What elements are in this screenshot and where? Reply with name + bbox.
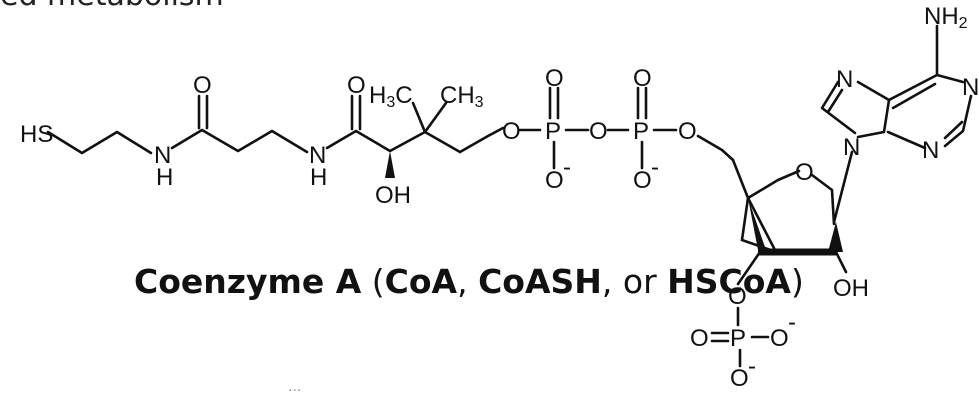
atom-hs: HS <box>20 121 53 148</box>
atom-o-link-1: O <box>502 118 521 145</box>
atom-o-link-2: O <box>589 118 608 145</box>
atom-o-p1-bottom: O <box>545 167 564 194</box>
caption-name: Coenzyme A <box>134 262 362 301</box>
caption-abbrev-coash: CoASH <box>478 262 602 301</box>
charge-p2: - <box>651 154 659 181</box>
atom-o-p2-top: O <box>633 65 652 92</box>
atom-n1: N <box>962 74 979 101</box>
atom-h-amide-2: H <box>310 164 327 191</box>
methyl-group-1: H3C <box>369 82 413 111</box>
charge-p3-bottom: - <box>748 353 756 380</box>
phosphate-bonds-3 <box>710 306 770 368</box>
atom-oh-1: OH <box>375 182 411 209</box>
atom-n-amide-2: N <box>309 142 326 169</box>
phosphate-bonds-2 <box>606 86 735 170</box>
caption-paren-open: ( <box>361 262 385 301</box>
footer-fragment: ... <box>288 378 302 395</box>
atom-o-p2-bottom: O <box>633 167 652 194</box>
atom-oh-2: OH <box>833 275 869 302</box>
adenine-ring <box>820 24 973 150</box>
caption-separator-1: , <box>457 262 479 301</box>
atom-o-carbonyl-2: O <box>347 72 366 99</box>
atom-o-p1-top: O <box>545 65 564 92</box>
chain-bonds <box>46 94 505 178</box>
atom-o-ring: O <box>795 159 814 186</box>
atom-o-p3-left: O <box>690 325 709 352</box>
atom-o-carbonyl-1: O <box>193 72 212 99</box>
methyl-group-2: CH3 <box>440 82 484 111</box>
atom-h-amide-1: H <box>156 164 173 191</box>
molecule-caption: Coenzyme A (CoA, CoASH, or HSCoA) <box>134 262 804 301</box>
header-text: ed metabolism <box>0 0 224 13</box>
atom-p-2: P <box>633 118 649 145</box>
caption-paren-close: ) <box>790 262 804 301</box>
atom-n9: N <box>843 134 860 161</box>
caption-separator-2: , or <box>601 262 668 301</box>
atom-nh2: NH2 <box>924 3 968 32</box>
atom-n-amide-1: N <box>154 142 171 169</box>
atom-o-link-3: O <box>678 118 697 145</box>
ribose-ring <box>731 150 854 286</box>
caption-abbrev-hscoa: HSCoA <box>667 262 791 301</box>
phosphate-bonds-1 <box>518 86 590 170</box>
charge-p1: - <box>563 154 571 181</box>
caption-abbrev-coa: CoA <box>384 262 458 301</box>
charge-p3-right: - <box>788 309 796 336</box>
atom-o-p3-bottom: O <box>730 365 749 392</box>
atom-p-3: P <box>730 325 746 352</box>
atom-n3: N <box>922 137 939 164</box>
atom-n7: N <box>836 66 853 93</box>
atom-o-p3-right: O <box>770 325 789 352</box>
atom-p-1: P <box>545 118 561 145</box>
atom-o-link-4: O <box>728 283 747 310</box>
